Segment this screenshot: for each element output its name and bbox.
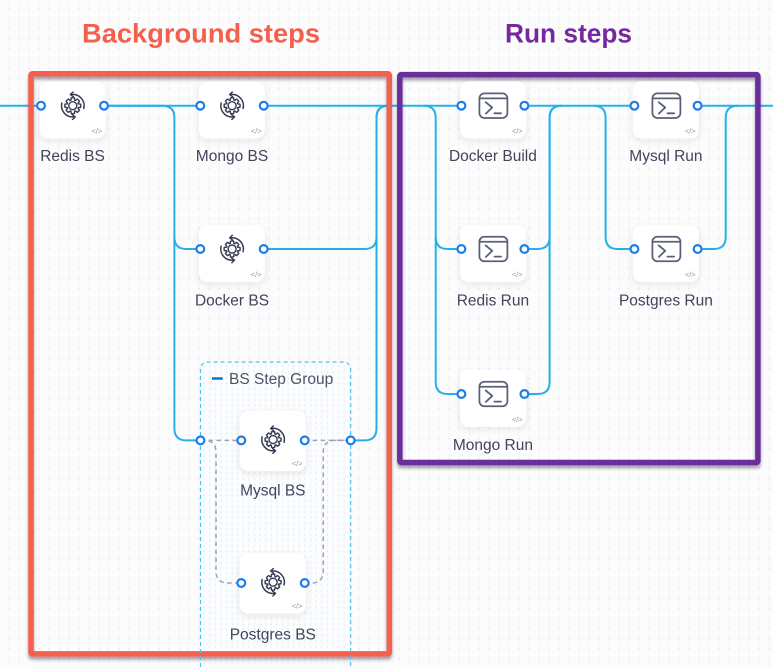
svg-text:</>: </> <box>512 127 523 136</box>
svg-text:BS Step Group: BS Step Group <box>229 371 333 388</box>
svg-text:</>: </> <box>251 127 262 136</box>
svg-text:</>: </> <box>251 270 262 279</box>
svg-text:Docker Build: Docker Build <box>449 148 537 165</box>
svg-text:Postgres Run: Postgres Run <box>619 293 713 310</box>
svg-text:Docker BS: Docker BS <box>195 293 269 310</box>
svg-text:</>: </> <box>91 127 102 136</box>
svg-text:Postgres BS: Postgres BS <box>230 627 316 644</box>
svg-text:</>: </> <box>292 459 303 468</box>
svg-text:</>: </> <box>685 127 696 136</box>
svg-text:Mysql BS: Mysql BS <box>240 483 305 500</box>
svg-text:Background steps: Background steps <box>82 18 320 48</box>
svg-text:Mongo Run: Mongo Run <box>453 437 533 454</box>
svg-text:Redis BS: Redis BS <box>40 148 105 165</box>
svg-text:</>: </> <box>512 415 523 424</box>
svg-text:</>: </> <box>292 602 303 611</box>
svg-text:Mysql Run: Mysql Run <box>629 148 702 165</box>
svg-text:</>: </> <box>685 270 696 279</box>
svg-text:Redis Run: Redis Run <box>457 293 529 310</box>
svg-text:Mongo BS: Mongo BS <box>196 148 268 165</box>
svg-text:</>: </> <box>512 270 523 279</box>
svg-text:Run steps: Run steps <box>505 18 632 48</box>
